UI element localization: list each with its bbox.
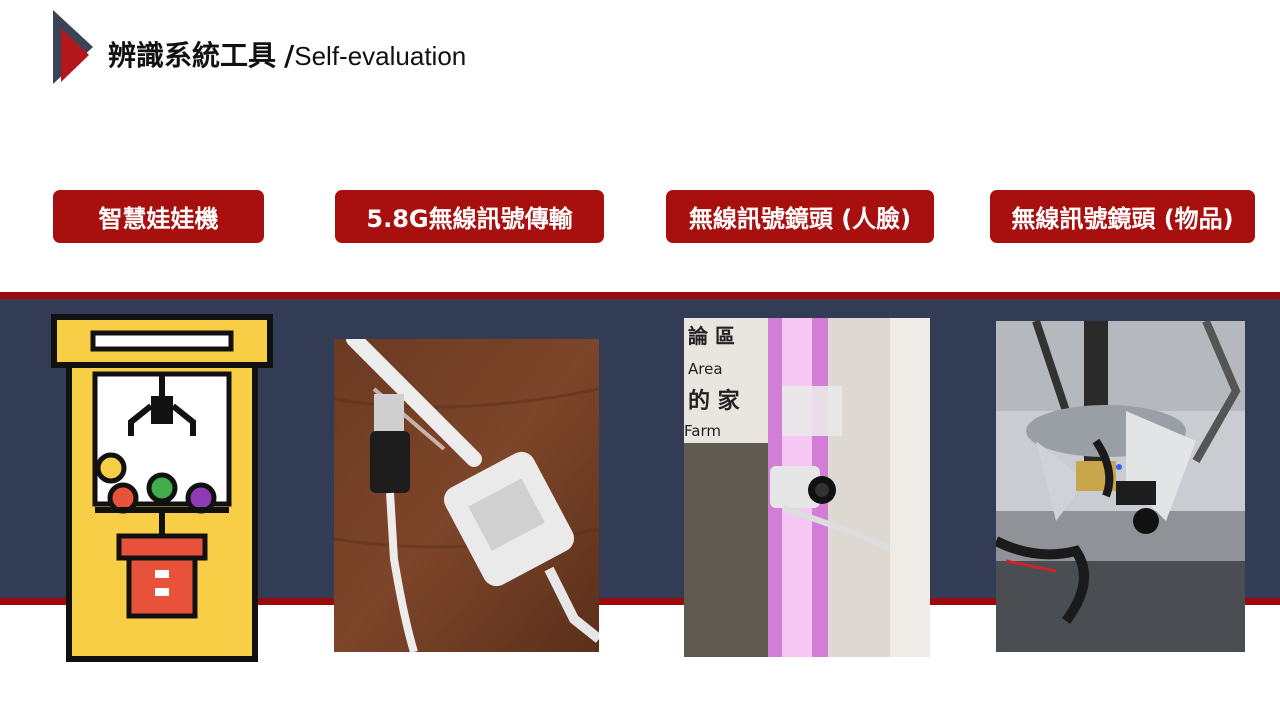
title-slash: / <box>284 39 295 72</box>
band-bottom-line <box>0 598 1280 605</box>
label-face-camera: 無線訊號鏡頭 (人臉) <box>666 190 934 243</box>
object-camera-photo <box>996 321 1245 652</box>
face-camera-photo: 論 區 Area 的 家 Farm <box>684 318 930 657</box>
title-english: Self-evaluation <box>294 41 467 71</box>
sign-text-3: 的 家 <box>688 388 741 414</box>
label-wireless-transmission: 5.8G無線訊號傳輸 <box>335 190 604 243</box>
page-title: 辨識系統工具 / Self-evaluation <box>108 34 466 76</box>
title-chevron-icon <box>53 10 93 84</box>
sign-text-4: Farm <box>684 422 721 440</box>
band-top-line <box>0 292 1280 299</box>
sign-text-2: Area <box>688 360 723 378</box>
claw-machine-icon <box>51 314 273 662</box>
wireless-transmitter-photo <box>334 339 599 652</box>
title-chinese: 辨識系統工具 <box>108 39 277 72</box>
label-object-camera: 無線訊號鏡頭 (物品) <box>990 190 1255 243</box>
sign-text-1: 論 區 <box>688 324 735 348</box>
label-smart-claw-machine: 智慧娃娃機 <box>53 190 264 243</box>
